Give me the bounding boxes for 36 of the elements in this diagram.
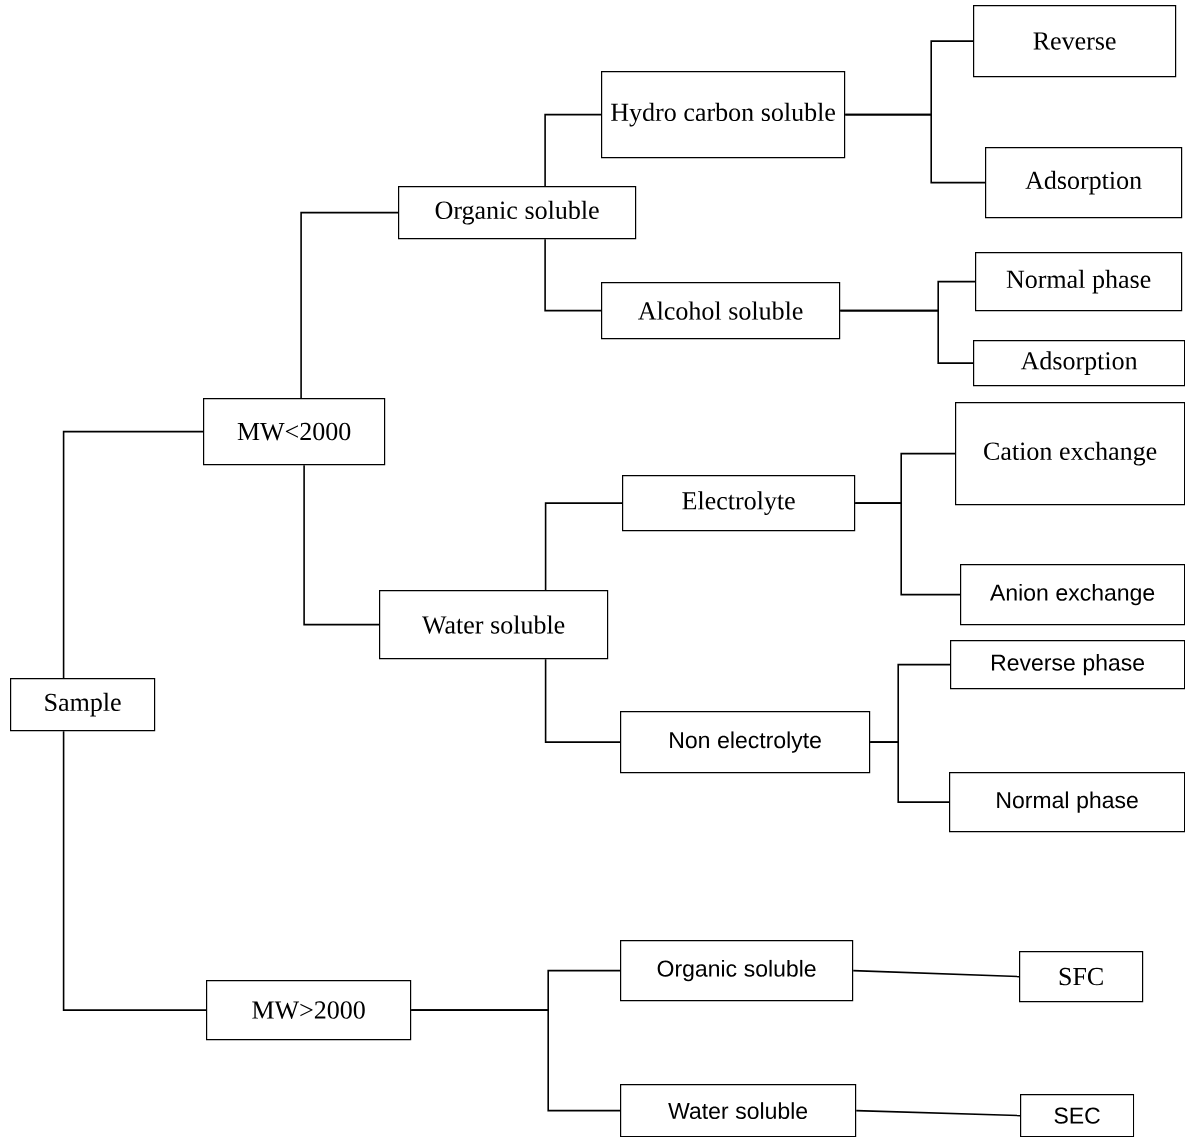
process-box: Sample xyxy=(10,678,156,732)
process-box: Water soluble xyxy=(379,590,609,660)
connector xyxy=(839,309,974,364)
process-box: Electrolyte xyxy=(622,475,856,532)
connector xyxy=(844,113,986,184)
process-box: Water soluble xyxy=(620,1084,857,1137)
process-box: Normal phase xyxy=(949,772,1185,833)
connector xyxy=(855,1109,1021,1117)
connector xyxy=(62,430,204,679)
process-box: Alcohol soluble xyxy=(601,282,841,340)
connector xyxy=(869,741,950,803)
process-box: MW>2000 xyxy=(206,980,412,1041)
connector xyxy=(852,969,1020,978)
process-box: Organic soluble xyxy=(398,186,637,240)
process-box: Cation exchange xyxy=(955,402,1185,506)
connector xyxy=(410,1009,621,1112)
connector xyxy=(544,658,621,743)
process-box: SEC xyxy=(1020,1094,1135,1137)
connector xyxy=(544,502,623,591)
connector xyxy=(303,464,380,626)
process-box: Reverse xyxy=(973,5,1177,78)
process-box: Normal phase xyxy=(975,252,1183,312)
connector xyxy=(544,238,602,312)
process-box: MW<2000 xyxy=(203,398,386,466)
connector xyxy=(544,113,602,187)
process-box: SFC xyxy=(1019,951,1144,1003)
connector xyxy=(300,211,399,399)
process-box: Hydro carbon soluble xyxy=(601,71,846,159)
process-box: Anion exchange xyxy=(960,564,1185,626)
process-box: Adsorption xyxy=(985,147,1183,219)
connector xyxy=(62,730,207,1011)
process-box: Reverse phase xyxy=(950,640,1185,690)
process-box: Adsorption xyxy=(973,340,1185,387)
process-box: Organic soluble xyxy=(620,940,854,1002)
connector xyxy=(854,502,961,596)
process-box: Non electrolyte xyxy=(620,711,871,774)
